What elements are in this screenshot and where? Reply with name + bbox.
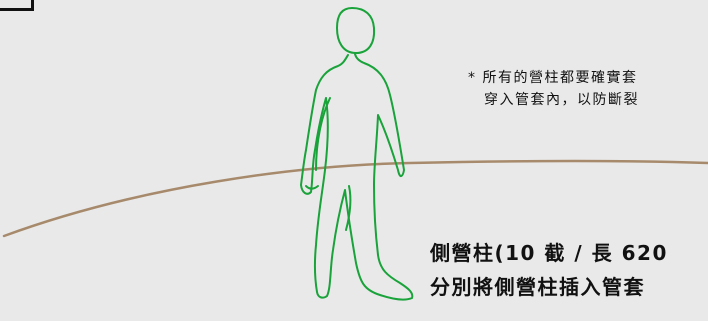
person-hand-detail bbox=[305, 185, 319, 190]
caption-text: 側營柱(10 截 / 長 620 分別將側營柱插入管套 bbox=[430, 236, 668, 304]
corner-frame bbox=[0, 0, 34, 11]
person-head bbox=[336, 7, 376, 54]
person-figure bbox=[300, 7, 414, 301]
caption-line-1: 側營柱(10 截 / 長 620 bbox=[430, 241, 668, 265]
note-line-2: 穿入管套內，以防斷裂 bbox=[484, 92, 639, 108]
person-arm-detail bbox=[315, 97, 331, 171]
person-body-outline bbox=[300, 53, 414, 301]
tent-pole-arc bbox=[2, 159, 708, 238]
note-text: * 所有的營柱都要確實套 穿入管套內，以防斷裂 bbox=[468, 67, 708, 111]
note-line-1: * 所有的營柱都要確實套 bbox=[468, 70, 638, 86]
person-leg-inner bbox=[345, 185, 352, 231]
caption-line-2: 分別將側營柱插入管套 bbox=[430, 275, 645, 299]
